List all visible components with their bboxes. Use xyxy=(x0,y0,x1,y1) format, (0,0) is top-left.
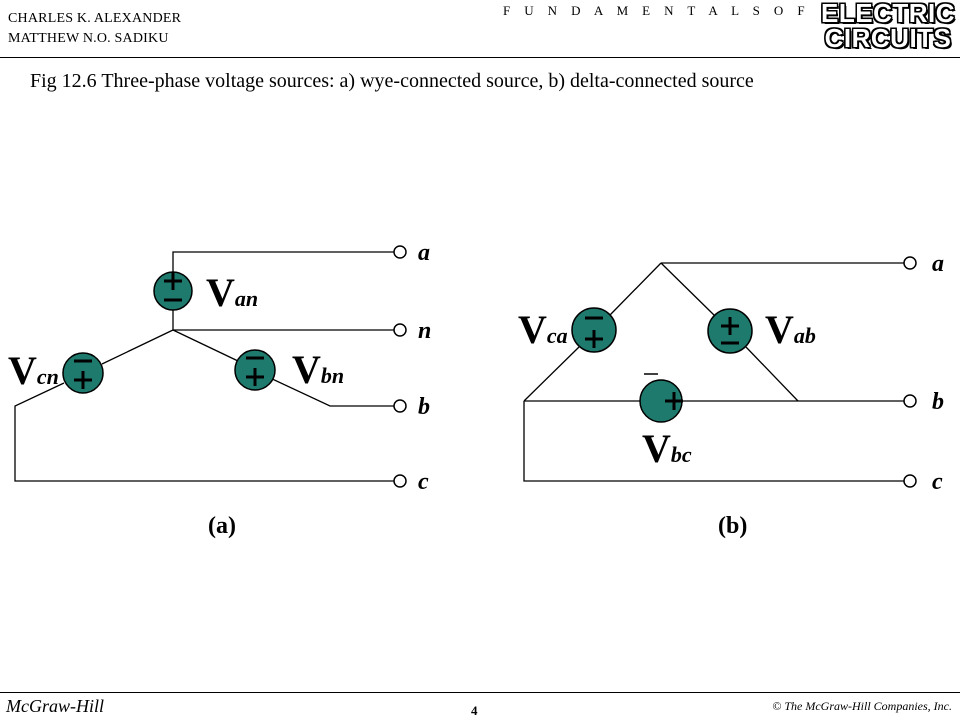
logo-line-1: ELECTRIC xyxy=(821,0,955,28)
subfigure-label-b: (b) xyxy=(718,513,747,539)
source-vab xyxy=(707,308,753,354)
plus-sign xyxy=(585,330,603,348)
series-title: F U N D A M E N T A L S O F xyxy=(502,3,810,18)
diagram-b-wires xyxy=(523,262,904,482)
header-rule xyxy=(0,57,960,58)
wire-left-vertex-to-terminal-c xyxy=(523,401,904,482)
terminal-a-circle xyxy=(393,245,407,259)
wire-vcn-to-terminal-c xyxy=(14,382,394,482)
author-line-2: MATTHEW N.O. SADIKU xyxy=(8,31,169,46)
wire-neutral-to-vbn xyxy=(172,329,239,362)
plus-sign xyxy=(246,368,264,386)
terminal-a-circle xyxy=(903,256,917,270)
wire-vab-to-right-vertex xyxy=(745,346,799,402)
subfigure-label-a: (a) xyxy=(208,513,236,539)
source-vbn xyxy=(234,349,276,391)
terminal-c-label: c xyxy=(932,469,943,495)
source-vbc xyxy=(639,373,683,423)
author-line-1: CHARLES K. ALEXANDER xyxy=(8,11,182,26)
wire-apex-to-vab xyxy=(660,262,716,317)
publisher-name: McGraw-Hill xyxy=(6,696,104,716)
terminal-c-label: c xyxy=(418,469,429,495)
source-van xyxy=(153,271,193,311)
label-vab: Vab xyxy=(765,307,816,352)
wire-a-to-terminal-a xyxy=(172,251,394,272)
copyright-notice: © The McGraw-Hill Companies, Inc. xyxy=(772,699,952,713)
terminal-b-label: b xyxy=(932,389,944,415)
terminal-a-label: a xyxy=(932,251,944,277)
label-vcn: Vcn xyxy=(8,348,59,393)
plus-sign xyxy=(665,392,683,410)
source-vca xyxy=(571,307,617,353)
terminal-c-circle xyxy=(903,474,917,488)
authors-block: CHARLES K. ALEXANDER MATTHEW N.O. SADIKU xyxy=(8,9,181,49)
plus-sign xyxy=(74,371,92,389)
plus-sign xyxy=(721,317,739,335)
terminal-a-label: a xyxy=(418,240,430,266)
diagram-a-wye: a n b c Van Vcn Vbn (a) xyxy=(8,240,431,539)
terminal-b-circle xyxy=(903,394,917,408)
terminal-b-circle xyxy=(393,399,407,413)
label-vbc: Vbc xyxy=(642,426,692,471)
logo-line-2: CIRCUITS xyxy=(824,23,952,53)
terminals-a xyxy=(393,245,407,488)
wire-vca-to-left-vertex xyxy=(523,346,580,402)
wire-vbn-to-terminal-b xyxy=(267,376,394,407)
figure-caption: Fig 12.6 Three-phase voltage sources: a)… xyxy=(30,70,754,92)
label-vca: Vca xyxy=(518,307,568,352)
label-vbn: Vbn xyxy=(292,347,344,392)
page-number: 4 xyxy=(471,703,478,718)
label-van: Van xyxy=(206,270,258,315)
terminal-c-circle xyxy=(393,474,407,488)
plus-sign xyxy=(164,272,182,290)
terminal-n-label: n xyxy=(418,318,431,344)
wire-apex-to-vca xyxy=(609,262,662,316)
footer-rule xyxy=(0,692,960,693)
terminal-n-circle xyxy=(393,323,407,337)
terminals-b xyxy=(903,256,917,488)
wire-neutral-to-vcn xyxy=(101,329,174,365)
diagram-a-wires xyxy=(14,251,394,482)
terminal-b-label: b xyxy=(418,394,430,420)
source-vcn xyxy=(62,352,104,394)
diagram-b-delta: a b c Vca Vab Vbc (b) xyxy=(518,251,944,539)
book-logo: ELECTRIC CIRCUITS xyxy=(820,0,956,53)
